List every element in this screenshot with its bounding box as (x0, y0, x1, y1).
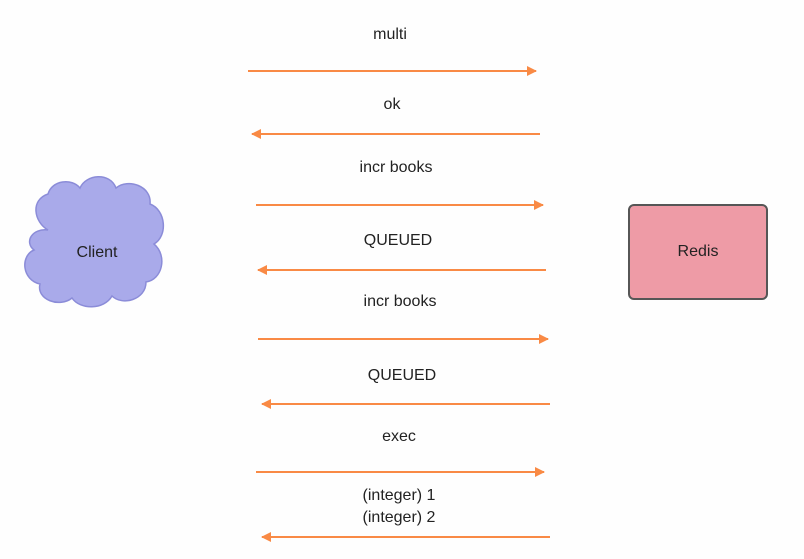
message-label-integer-1: (integer) 1 (362, 487, 436, 504)
message-label-exec: exec (382, 428, 416, 445)
message-label-incr-books-1: incr books (359, 159, 433, 176)
message-label-queued-2: QUEUED (367, 367, 437, 384)
redis-box: Redis (628, 204, 768, 300)
message-label-queued-1: QUEUED (363, 232, 433, 249)
message-label-ok: ok (383, 96, 401, 113)
message-label-integer-2: (integer) 2 (362, 509, 436, 526)
redis-label: Redis (677, 243, 719, 260)
message-label-incr-books-2: incr books (363, 293, 437, 310)
message-label-multi: multi (373, 26, 407, 43)
client-cloud-shape (24, 176, 164, 308)
client-label: Client (76, 244, 118, 261)
